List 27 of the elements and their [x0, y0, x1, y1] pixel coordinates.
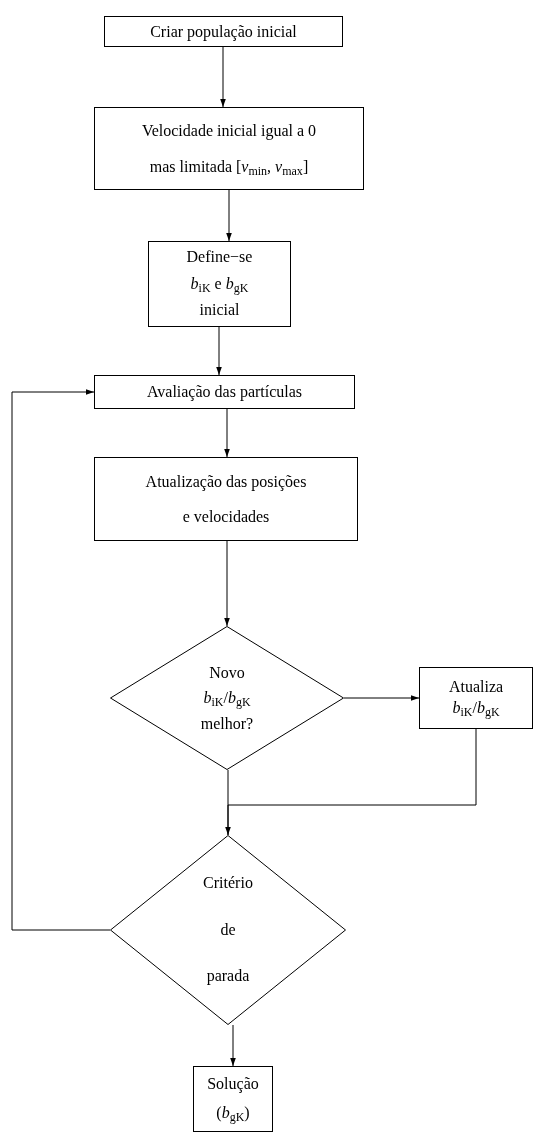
- arrow: [11, 389, 111, 931]
- node-label: Atualização das posições e velocidades: [144, 471, 308, 527]
- process-box: [104, 16, 343, 47]
- arrow: [343, 695, 420, 701]
- node-label: Avaliação das partículas: [146, 382, 303, 403]
- node-label: Velocidade inicial igual a 0 mas limitada [v$_{min}$, v$_{max}$]: [140, 121, 318, 180]
- process-box: [148, 241, 291, 327]
- arrow: [226, 189, 232, 242]
- decision-diamond: [110, 626, 344, 770]
- arrow: [220, 46, 226, 108]
- node-label: Solução (b$_{gK}$): [206, 1074, 260, 1126]
- decision-diamond: [110, 835, 346, 1025]
- arrow: [230, 1024, 236, 1067]
- node-label: Criar população inicial: [150, 21, 297, 43]
- process-box: [94, 457, 358, 541]
- process-box: [94, 107, 364, 190]
- arrow: [224, 408, 230, 458]
- node-label: Critério de parada: [202, 873, 254, 987]
- node-label: Atualiza b$_{iK}$/b$_{gK}$: [447, 677, 505, 719]
- node-label: Novo b$_{iK}$/b$_{gK}$ melhor?: [199, 662, 255, 734]
- arrow: [216, 326, 222, 376]
- process-box: [94, 375, 355, 409]
- terminal-box: [193, 1066, 273, 1132]
- node-label: Define−se b$_{iK}$ e b$_{gK}$ inicial: [185, 247, 254, 321]
- process-box: [419, 667, 533, 729]
- arrow: [224, 540, 230, 627]
- arrow: [225, 728, 477, 836]
